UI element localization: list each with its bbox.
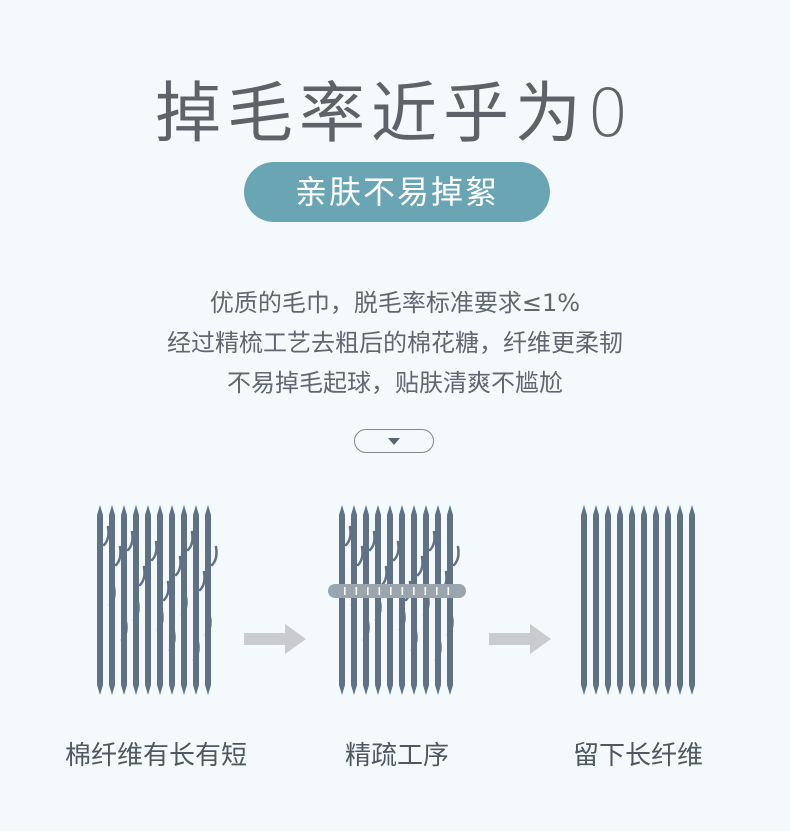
description-line-2: 经过精梳工艺去粗后的棉花糖，纤维更柔韧 (167, 329, 623, 357)
expand-button[interactable] (354, 429, 434, 453)
process-diagram (97, 505, 695, 695)
chevron-down-icon (388, 437, 400, 445)
mixed-fibers-icon (97, 505, 218, 695)
subtitle-badge: 亲肤不易掉絮 (244, 162, 550, 222)
step-caption-2: 精疏工序 (344, 741, 449, 771)
page-title: 掉毛率近乎为0 (155, 75, 635, 152)
long-fibers-icon (581, 505, 695, 695)
description-line-3: 不易掉毛起球，贴肤清爽不尴尬 (227, 369, 563, 397)
combing-fibers-icon (328, 505, 466, 695)
step-caption-1: 棉纤维有长有短 (64, 741, 247, 771)
arrow-right-icon (244, 624, 306, 654)
step-caption-3: 留下长纤维 (572, 741, 703, 771)
arrow-right-icon (489, 624, 551, 654)
description-line-1: 优质的毛巾，脱毛率标准要求≤1% (209, 289, 581, 317)
